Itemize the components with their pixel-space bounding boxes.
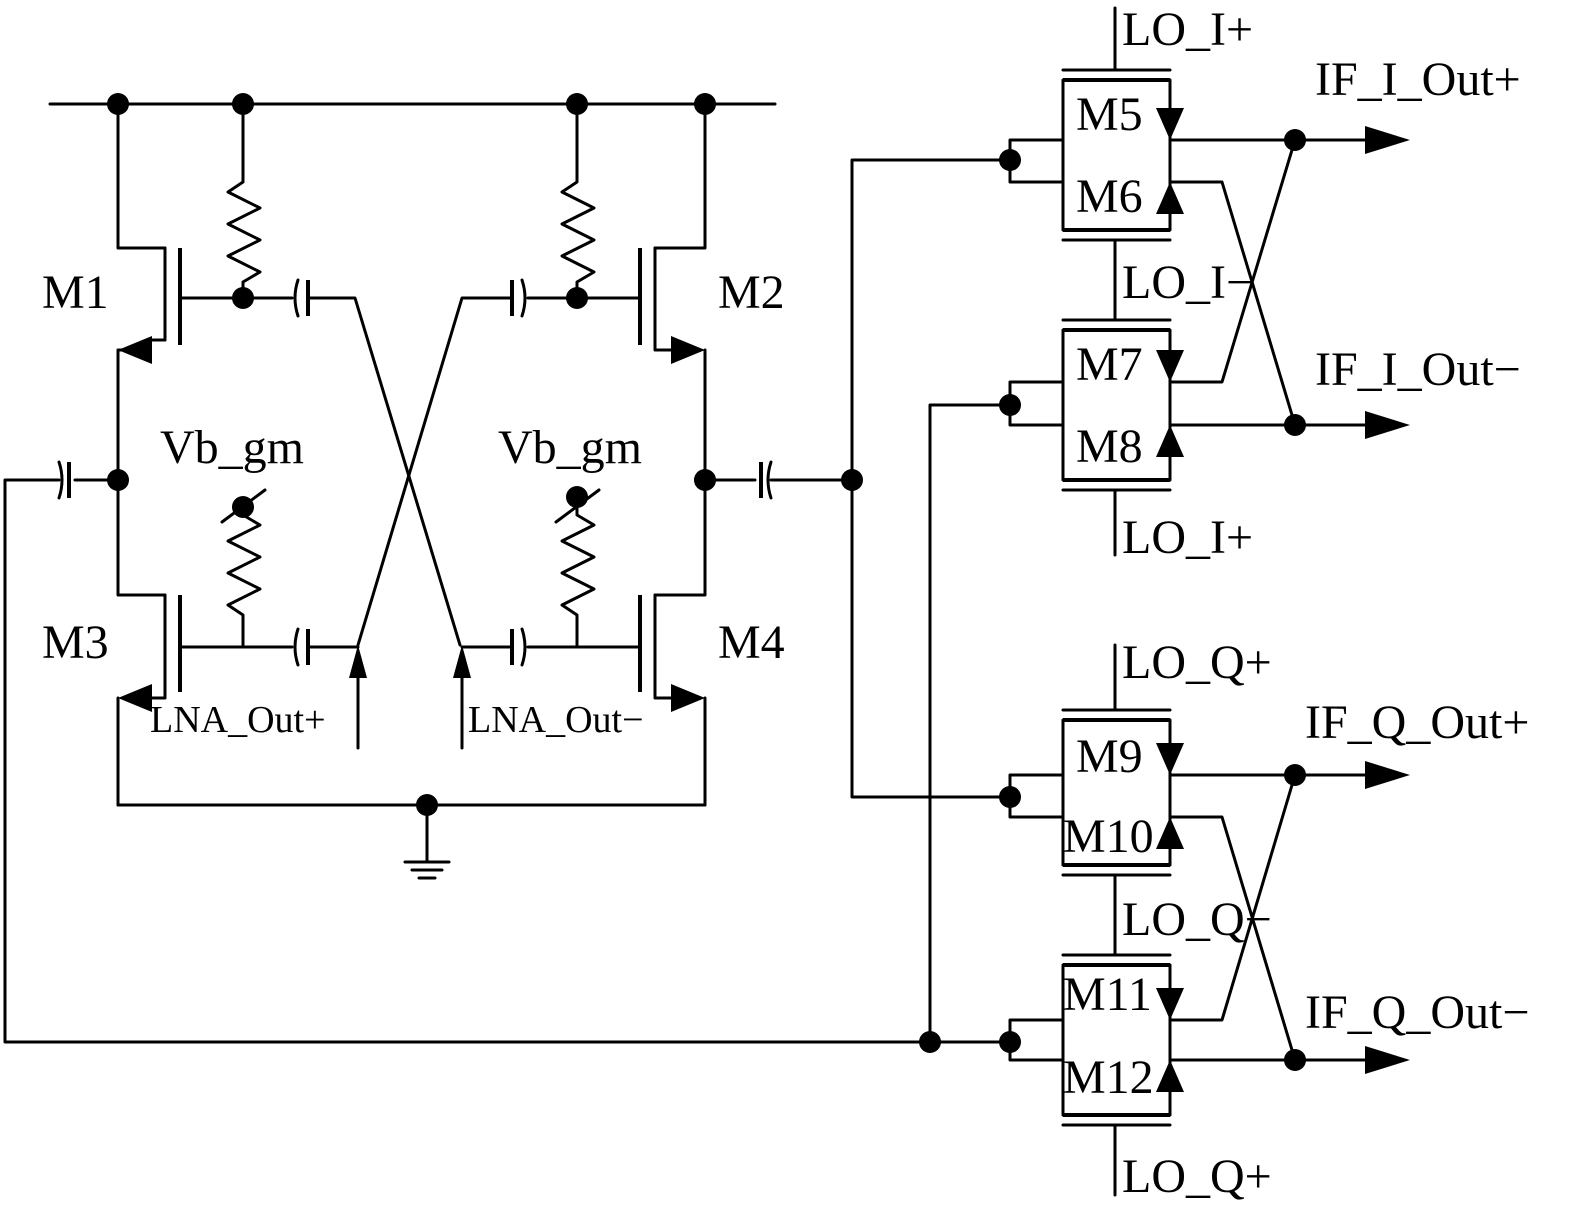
switch-quad-q	[1008, 643, 1297, 1197]
label-m4: M4	[718, 616, 785, 669]
label-lo-q-plus-bottom: LO_Q+	[1122, 1150, 1272, 1203]
label-m12: M12	[1063, 1051, 1154, 1104]
transistor-m4	[526, 478, 707, 807]
m4-source-arrow	[671, 684, 705, 712]
label-m5: M5	[1076, 88, 1143, 141]
label-m11: M11	[1063, 968, 1152, 1021]
transistor-m3	[116, 478, 294, 807]
capacitor-c3	[293, 627, 360, 667]
label-m8: M8	[1076, 420, 1143, 473]
label-lna-out-plus: LNA_Out+	[150, 699, 326, 741]
capacitor-c5	[3, 460, 932, 1044]
junction-dots	[107, 93, 1306, 1071]
label-m10: M10	[1063, 810, 1154, 863]
label-lo-i-plus-bottom: LO_I+	[1122, 511, 1253, 564]
ground-symbol	[116, 803, 707, 880]
label-if-i-out-minus: IF_I_Out−	[1315, 343, 1521, 396]
m3-source-arrow	[118, 684, 152, 712]
label-m2: M2	[718, 266, 785, 319]
label-vb-gm-right: Vb_gm	[498, 421, 642, 474]
capacitor-c6	[703, 460, 854, 500]
m2-source-arrow	[671, 336, 705, 364]
transistor-m1	[116, 102, 245, 482]
lna-out-minus-input	[453, 645, 471, 750]
lna-out-plus-input	[349, 645, 367, 750]
capacitor-c1	[241, 278, 462, 647]
label-m6: M6	[1076, 170, 1143, 223]
if-output-arrows	[1293, 126, 1410, 1074]
resistor-r2	[560, 102, 596, 300]
label-vb-gm-left: Vb_gm	[160, 421, 304, 474]
resistor-r1	[226, 102, 262, 300]
resistor-r4	[554, 488, 601, 649]
capacitor-c4	[460, 627, 527, 667]
label-if-i-out-plus: IF_I_Out+	[1315, 53, 1521, 106]
label-lo-i-minus: LO_I−	[1122, 256, 1253, 309]
label-m3: M3	[42, 616, 109, 669]
label-lo-i-plus-top: LO_I+	[1122, 3, 1253, 56]
m1-source-arrow	[118, 336, 152, 364]
label-m1: M1	[42, 266, 109, 319]
label-if-q-out-plus: IF_Q_Out+	[1305, 696, 1529, 749]
label-m9: M9	[1076, 730, 1143, 783]
label-lna-out-minus: LNA_Out−	[468, 699, 644, 741]
label-lo-q-minus: LO_Q−	[1122, 893, 1272, 946]
lo-feed-wires	[850, 158, 1012, 1044]
label-lo-q-plus-top: LO_Q+	[1122, 636, 1272, 689]
label-if-q-out-minus: IF_Q_Out−	[1305, 986, 1529, 1039]
label-m7: M7	[1076, 338, 1143, 391]
